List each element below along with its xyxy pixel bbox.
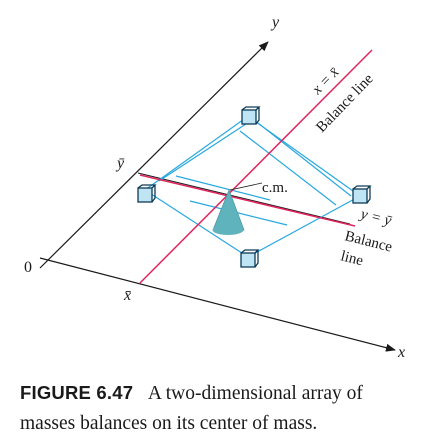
balance-line-horizontal <box>139 174 356 227</box>
x-axis <box>39 257 396 352</box>
balance-line-vertical-equation: x = x̄ <box>309 64 343 98</box>
balance-line-horizontal-equation: y = ȳ <box>357 206 393 230</box>
mass-cube-right <box>352 185 372 204</box>
figure-caption-label: FIGURE 6.47 <box>20 382 134 403</box>
y-axis-label: y <box>270 14 280 31</box>
mass-cube-left <box>137 184 157 203</box>
mass-cube-top <box>241 106 261 125</box>
y-bar-baseline <box>137 172 351 225</box>
y-bar-tick-label: ȳ <box>115 155 125 172</box>
figure-caption-text: A two-dimensional array of masses balanc… <box>20 383 363 434</box>
mass-array-lines <box>144 116 361 258</box>
x-axis-label: x <box>397 344 405 361</box>
y-axis <box>39 41 269 269</box>
x-bar-tick-label: x̄ <box>123 287 131 304</box>
center-of-mass-label: c.m. <box>262 180 288 196</box>
mass-cube-bottom <box>240 249 260 268</box>
balance-line-horizontal-label-2: line <box>339 248 365 269</box>
balance-line-vertical <box>139 49 373 284</box>
center-of-mass-cone <box>212 188 245 235</box>
figure-caption: FIGURE 6.47 A two-dimensional array of m… <box>20 378 412 439</box>
origin-label: 0 <box>24 259 32 276</box>
center-of-mass-leader <box>229 182 263 191</box>
